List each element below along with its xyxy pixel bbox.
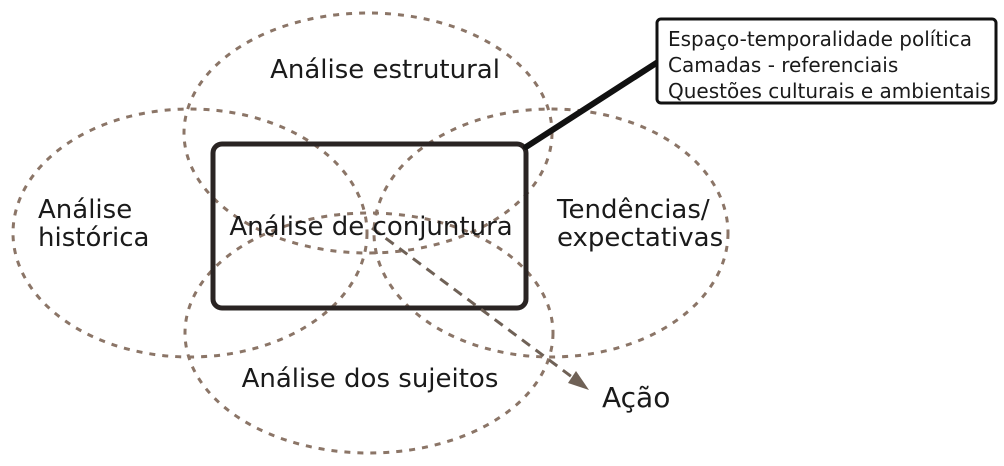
ellipse-trends-expectations: [372, 107, 730, 359]
historical-analysis-line2: histórica: [38, 223, 150, 253]
trends-expectations-line2: expectativas: [557, 223, 724, 253]
ellipse-subjects-analysis: [183, 211, 555, 455]
action-label: Ação: [602, 381, 671, 414]
action-arrow-line: [371, 226, 573, 379]
conjuncture-analysis-label: Análise de conjuntura: [229, 212, 513, 242]
callout-line1: Espaço-temporalidade política: [668, 27, 972, 51]
action-arrowhead-icon: [568, 371, 589, 390]
historical-analysis-line1: Análise: [38, 195, 133, 225]
center-box: [210, 141, 529, 311]
callout-connector-line: [523, 57, 664, 150]
subjects-analysis-label: Análise dos sujeitos: [241, 364, 499, 394]
historical-analysis-label: Análise histórica: [38, 196, 150, 252]
callout-text: Espaço-temporalidade política Camadas - …: [668, 26, 991, 104]
structural-analysis-label: Análise estrutural: [270, 55, 500, 85]
trends-expectations-line1: Tendências/: [557, 195, 710, 225]
trends-expectations-label: Tendências/ expectativas: [557, 196, 723, 252]
callout-box: [655, 17, 998, 105]
callout-line2: Camadas - referenciais: [668, 53, 899, 77]
callout-line3: Questões culturais e ambientais: [668, 79, 991, 103]
